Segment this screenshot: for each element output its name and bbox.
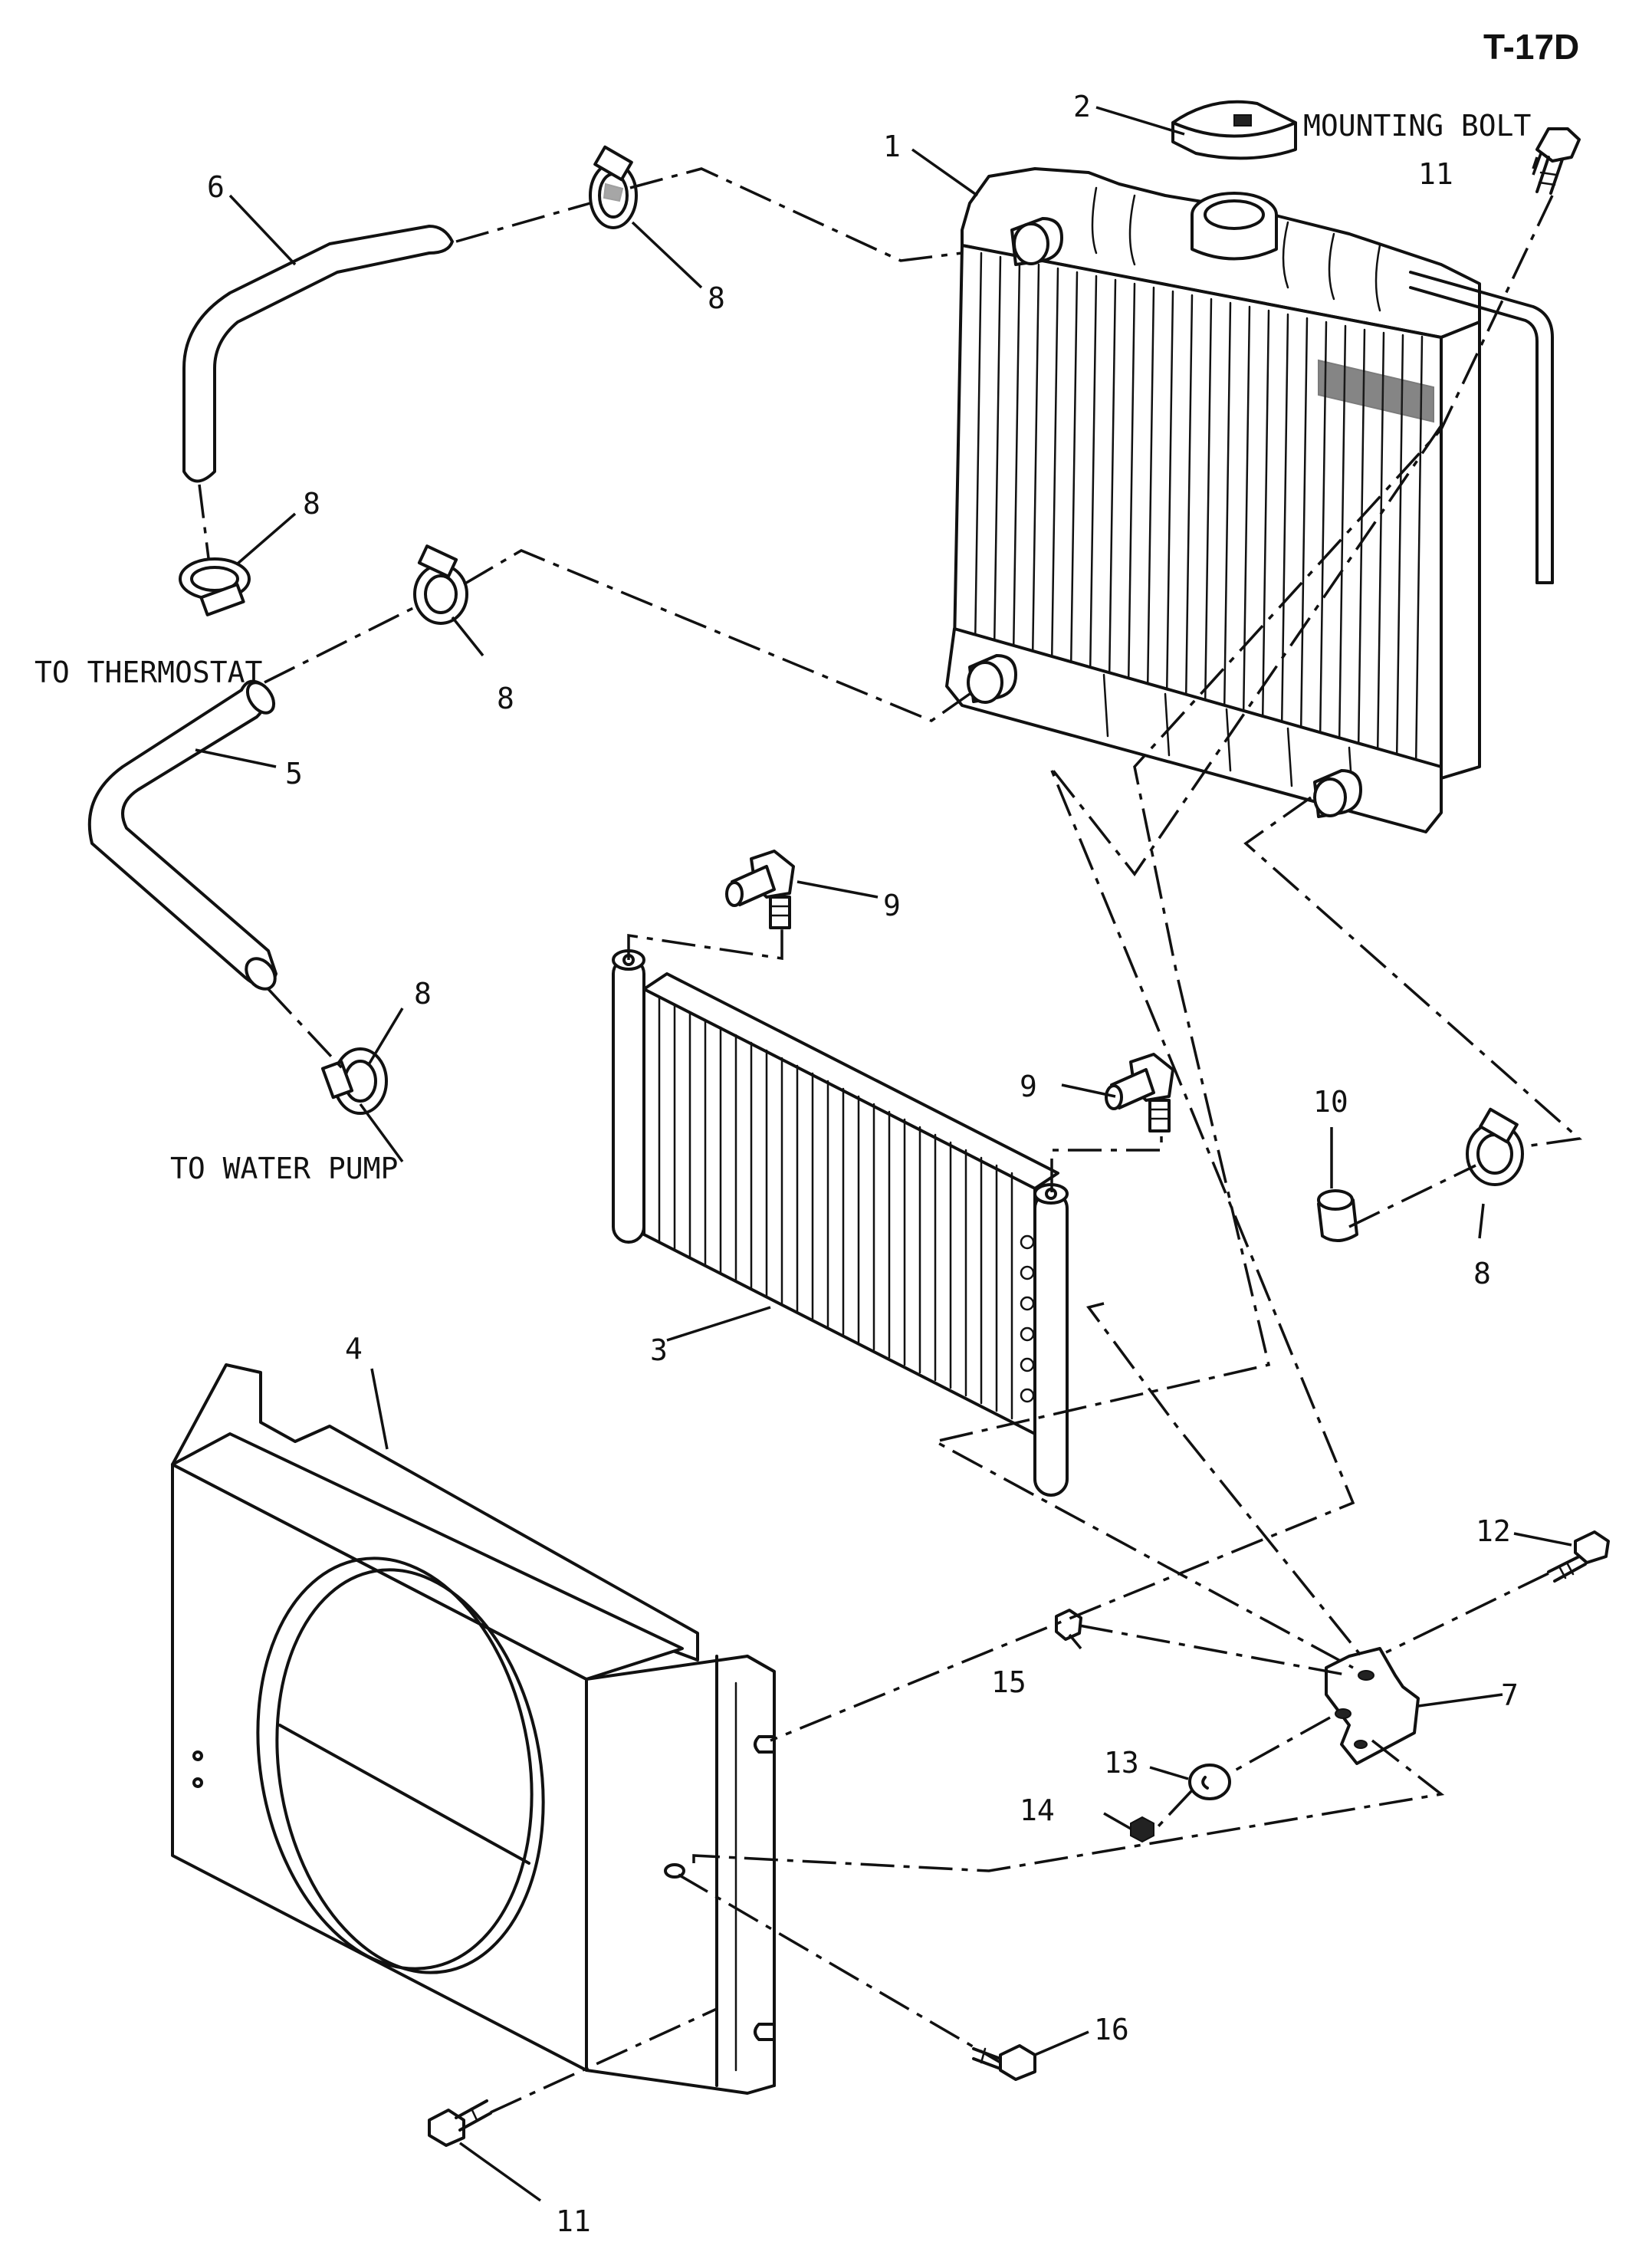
lower-hose [87,679,278,991]
part-number-13: 13 [1104,1746,1139,1780]
mounting-bolt-callout: MOUNTING BOLT [1303,109,1532,143]
hose-clamp-1 [589,145,638,229]
upper-hose [182,225,454,483]
part-number-9-upper: 9 [883,889,901,922]
oil-cooler [612,949,1069,1497]
part-number-1: 1 [883,130,901,163]
leader-lines [195,106,1572,2202]
part-number-15: 15 [991,1665,1026,1699]
part-number-8-pump-clamp: 8 [414,977,432,1011]
part-number-5: 5 [285,757,303,791]
elbow-fitting-upper [725,850,795,929]
part-number-11-top: 11 [1418,157,1453,191]
hose-clamp-4 [320,1047,388,1115]
assembly-lines [198,167,1582,2114]
part-number-14: 14 [1020,1793,1055,1827]
to-thermostat-callout: TO THERMOSTAT [34,656,263,689]
part-number-2: 2 [1073,90,1091,123]
hose-clamp-3 [413,544,468,625]
part-number-4: 4 [345,1332,363,1366]
fan-shroud [171,1363,776,2095]
part-number-9-lower: 9 [1020,1070,1037,1103]
hose-clamp-2 [179,557,251,616]
hose-clamp-5 [1466,1107,1524,1186]
radiator-cap [1171,100,1297,160]
washer-13 [1188,1764,1231,1800]
part-number-16: 16 [1094,2013,1129,2046]
to-water-pump-callout: TO WATER PUMP [170,1152,399,1185]
part-number-8-upper-clamp: 8 [708,281,725,315]
drain-plug [1317,1189,1358,1242]
part-number-10: 10 [1313,1085,1348,1119]
radiator [945,167,1554,833]
part-number-12: 12 [1476,1514,1511,1548]
elbow-fitting-lower [1105,1053,1174,1132]
part-number-11-bottom: 11 [556,2204,591,2238]
part-number-8-lower-clamp: 8 [497,682,514,715]
bolt-12 [1547,1530,1610,1583]
mounting-bracket [1325,1647,1420,1765]
part-number-6: 6 [207,170,225,204]
part-number-7: 7 [1501,1678,1519,1712]
part-number-3: 3 [650,1333,668,1367]
part-number-8-thermostat-clamp: 8 [303,487,320,521]
page-code: T-17D [1483,27,1580,67]
mounting-bolt-top [1535,127,1581,195]
part-number-8-drain-clamp: 8 [1473,1257,1491,1290]
mounting-bolt-bottom [428,2099,492,2147]
nut-14 [1130,1816,1154,1843]
